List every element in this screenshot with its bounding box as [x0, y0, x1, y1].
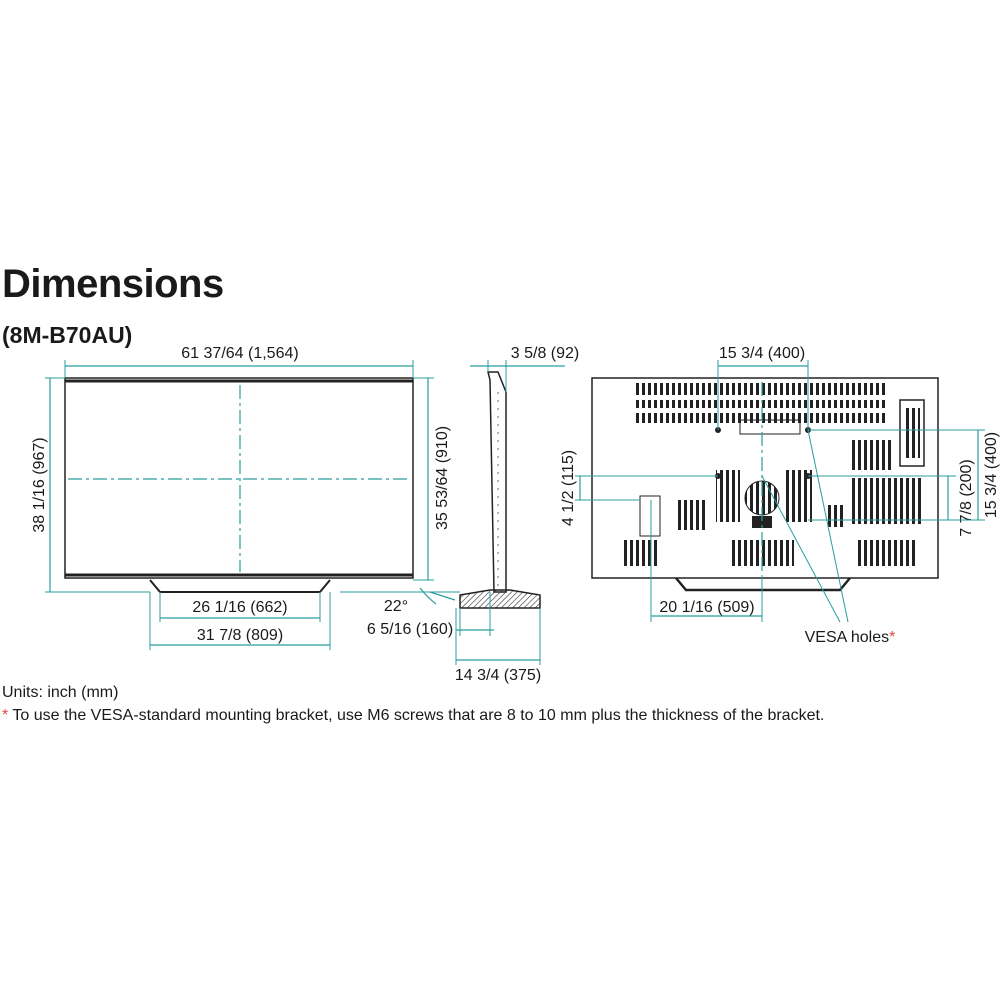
- stand-offset-label: 6 5/16 (160): [367, 621, 453, 638]
- front-height-label: 38 1/16 (967): [31, 437, 48, 532]
- stand-outer-label: 31 7/8 (809): [197, 627, 283, 644]
- vesa-v2-label: 15 3/4 (400): [983, 432, 1000, 518]
- tilt-label: 22°: [384, 598, 408, 615]
- units-note: Units: inch (mm): [2, 684, 119, 701]
- tilt-angle-arc: [419, 587, 437, 605]
- rear-view: 15 3/4 (400) 7 7/8 (200) 15 3/4 (400) 4 …: [560, 345, 1000, 646]
- rear-vent-top: [636, 383, 886, 395]
- tv-side-profile: [487, 371, 507, 593]
- vesa-leader-line: [807, 429, 849, 623]
- model-name: (8M-B70AU): [2, 322, 133, 348]
- side-view: 3 5/8 (92) 22° 6 5/16 (160) 14 3/4 (375): [340, 345, 579, 684]
- tv-front-panel: [64, 377, 414, 579]
- rear-terminal-block: [899, 399, 925, 467]
- front-width-label: 61 37/64 (1,564): [181, 345, 298, 362]
- vesa-v-label: 7 7/8 (200): [958, 459, 975, 536]
- stand-inner-label: 26 1/16 (662): [192, 599, 287, 616]
- stand-width-label: 20 1/16 (509): [659, 599, 754, 616]
- front-view: 61 37/64 (1,564) 38 1/16 (967) 35 53/64 …: [31, 345, 451, 650]
- front-screen-height-label: 35 53/64 (910): [434, 426, 451, 530]
- vesa-footnote: * To use the VESA-standard mounting brac…: [2, 707, 824, 725]
- side-stand-base: [459, 589, 541, 609]
- side-depth-label: 3 5/8 (92): [511, 345, 579, 362]
- rear-stand: [675, 577, 851, 592]
- vesa-h-label: 15 3/4 (400): [719, 345, 805, 362]
- footnote-text: To use the VESA-standard mounting bracke…: [8, 707, 825, 724]
- footnote-asterisk: *: [2, 707, 9, 724]
- vesa-holes-label: VESA holes*: [805, 629, 896, 646]
- rear-io-panel: [852, 478, 922, 524]
- left-offset-label: 4 1/2 (115): [560, 450, 577, 526]
- vesa-holes-asterisk: *: [889, 629, 895, 646]
- stand-depth-label: 14 3/4 (375): [455, 667, 541, 684]
- page-title: Dimensions: [2, 262, 224, 306]
- front-stand: [149, 579, 331, 593]
